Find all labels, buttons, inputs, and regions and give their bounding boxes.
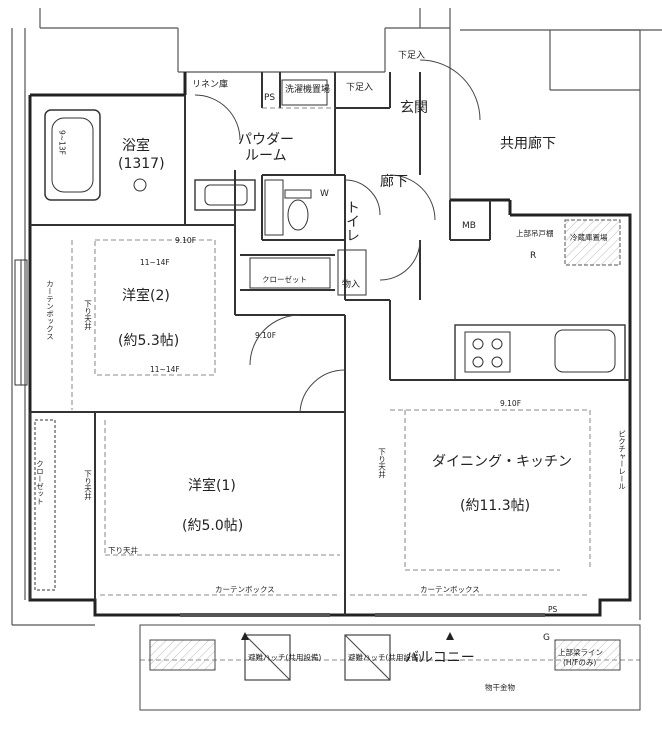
western1-label: 洋室(1) [188,477,236,494]
kitchen-fixtures [454,219,626,381]
bath-size: (1317) [118,156,165,172]
drop-ceiling-4: 下り天井 [377,448,386,480]
curtain-box-vertical: カーテンボックス [45,280,54,341]
upper-beam-label-2: (H/Fのみ) [563,658,596,667]
washer-label: 洗濯機置場 [285,83,330,95]
western2-label: 洋室(2) [122,287,170,304]
bath-dim-label: 9~13F [58,130,67,155]
hatch-marker-2 [446,632,454,640]
powder-label: パウダー [238,132,294,148]
dim-label-1: 9.10F [175,236,196,245]
dk-size: (約11.3帖) [460,498,530,514]
dashed-lines [71,107,640,661]
balcony-label: バルコニー [405,650,475,666]
w-label: W [320,189,329,199]
mb-label: MB [462,221,476,231]
washbasin [194,79,328,211]
dim-label-3: 9.10F [255,331,276,340]
upper-cabinet-label: 上部吊戸棚 [516,228,554,238]
balcony-area [139,613,641,711]
dk-label: ダイニング・キッチン [432,454,572,470]
hatch-label-2: 避難ハッチ(共用設備) [348,652,421,662]
closet-label-2: クローゼット [35,460,44,505]
r-label: R [530,251,536,261]
toilet-fixture [284,189,312,231]
drop-ceiling-3: 下り天井 [108,545,138,555]
western1-size: (約5.0帖) [182,518,243,534]
fridge-label: 冷蔵庫置場 [570,232,608,242]
upper-beam-label: 上部梁ライン [558,647,603,657]
cabinets [34,179,367,591]
side-window [14,259,28,386]
dim-label-5: 9.10F [500,399,521,408]
bathtub [44,109,147,201]
curtain-box-1: カーテンボックス [215,585,275,594]
linen-label: リネン庫 [192,78,228,90]
closet-label: クローゼット [262,274,307,284]
drop-ceiling-1: 下り天井 [83,300,92,332]
hall-label: 廊下 [380,173,408,190]
picture-rail-label: ピクチャーレール [617,430,626,490]
drop-ceiling-2: 下り天井 [83,470,92,502]
powder-label-2: ルーム [245,148,287,164]
entrance-label: 玄関 [400,99,428,116]
shoe-label-2: 下足入 [398,50,425,61]
g-label: G [543,633,550,643]
hatch-marker-1 [241,632,249,640]
hatch-label-1: 避難ハッチ(共用設備) [248,652,321,662]
toilet-label: トイレ [344,200,360,242]
shoe-label-1: 下足入 [346,82,373,93]
dim-label-4: 11~14F [150,365,180,374]
door-swings [194,59,481,413]
western2-size: (約5.3帖) [118,333,179,349]
storage-label: 物入 [342,278,360,290]
handrail-label: 物干金物 [485,682,515,692]
ps-label-2: PS [548,605,558,614]
corridor-label: 共用廊下 [500,135,556,152]
dim-label-2: 11~14F [140,258,170,267]
curtain-box-2: カーテンボックス [420,585,480,594]
building-frame [11,8,662,626]
ps-label: PS [264,93,275,103]
bath-label: 浴室 [122,137,150,154]
interior-walls [29,72,630,615]
